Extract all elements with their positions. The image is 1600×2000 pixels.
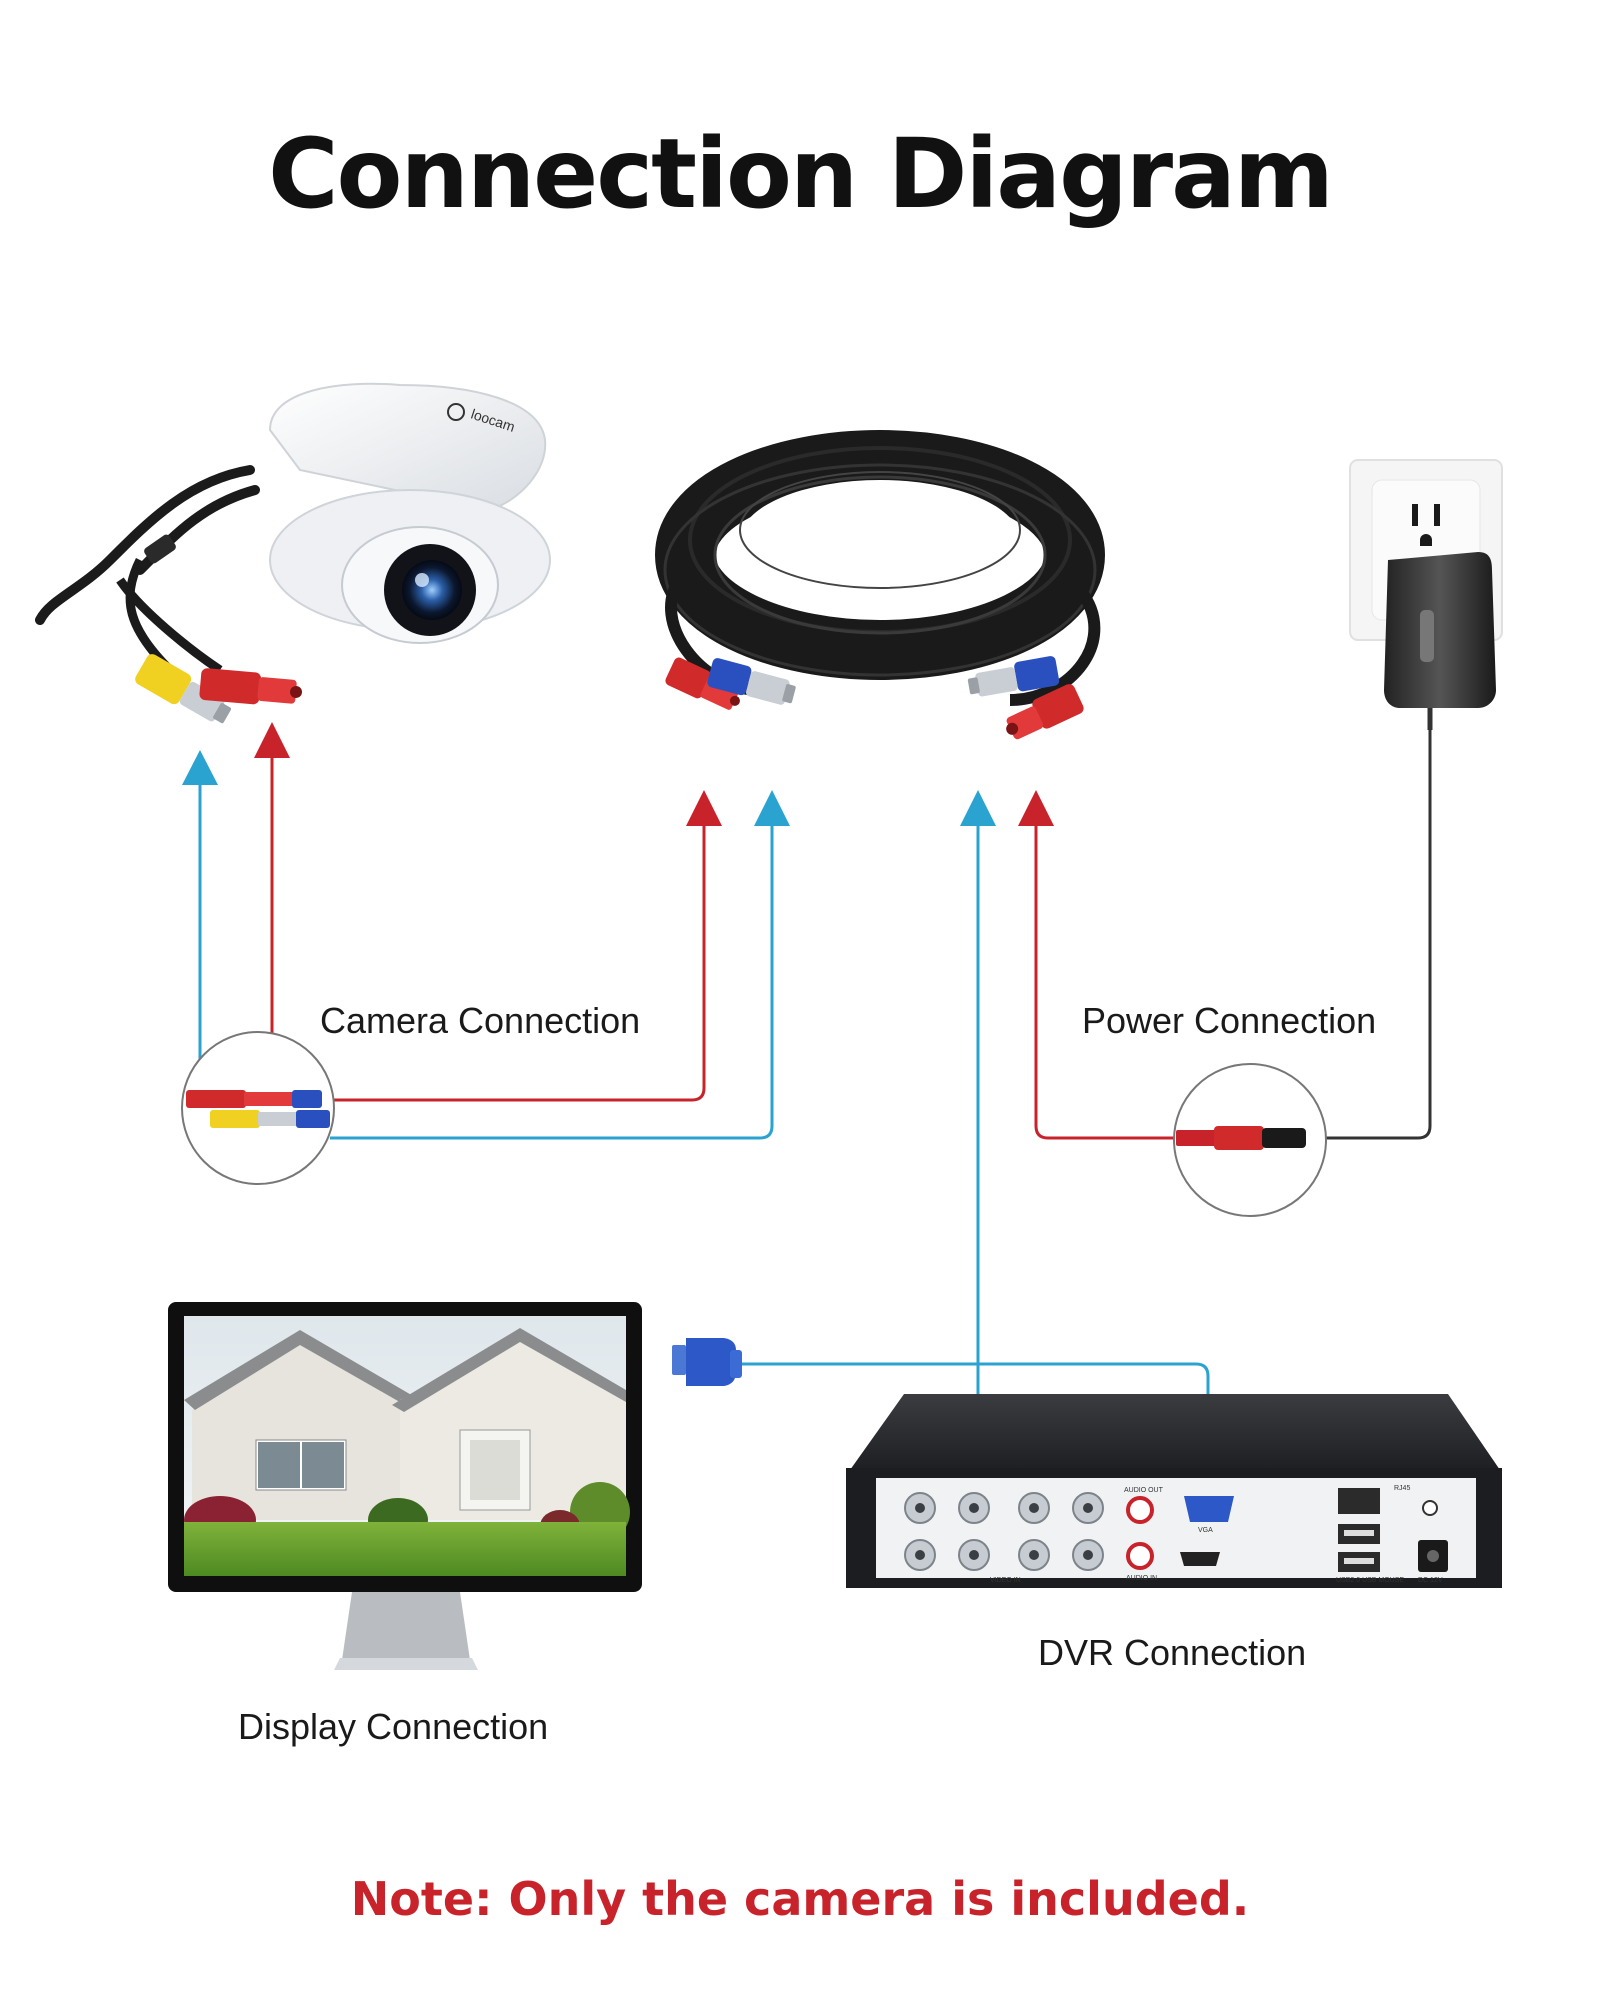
power-adapter-icon bbox=[1349, 459, 1503, 730]
vga-port-label: VGA bbox=[1198, 1527, 1213, 1534]
dvr-recorder-icon: AUDIO OUT AUDIO IN VGA VIDEO IN RJ45 USB… bbox=[846, 1394, 1502, 1588]
audio-out-label: AUDIO OUT bbox=[1124, 1487, 1164, 1494]
rj45-label: RJ45 bbox=[1394, 1485, 1410, 1492]
dvr-connection-label: DVR Connection bbox=[1038, 1632, 1307, 1673]
vga-cable-line bbox=[742, 1362, 1210, 1430]
page-title: Connection Diagram bbox=[268, 118, 1334, 230]
video-in-label: VIDEO IN bbox=[990, 1577, 1021, 1584]
coiled-cable-icon bbox=[655, 430, 1105, 740]
power-connection-label: Power Connection bbox=[1082, 1000, 1377, 1041]
usb-label: USB2.0 USB MOUSE bbox=[1336, 1577, 1404, 1584]
power-closeup-icon bbox=[1173, 1063, 1327, 1217]
monitor-icon bbox=[168, 1302, 642, 1670]
dome-camera-icon: loocam bbox=[35, 382, 551, 724]
dc-label: DC 12V bbox=[1418, 1577, 1443, 1584]
power-connection-lines bbox=[960, 730, 1432, 1510]
note-text: Note: Only the camera is included. bbox=[350, 1872, 1250, 1926]
camera-connection-label: Camera Connection bbox=[320, 1000, 641, 1041]
audio-in-label: AUDIO IN bbox=[1126, 1575, 1157, 1582]
camera-connection-lines bbox=[182, 722, 790, 1140]
display-connection-label: Display Connection bbox=[238, 1706, 549, 1747]
connector-closeup-icon bbox=[181, 1031, 335, 1185]
